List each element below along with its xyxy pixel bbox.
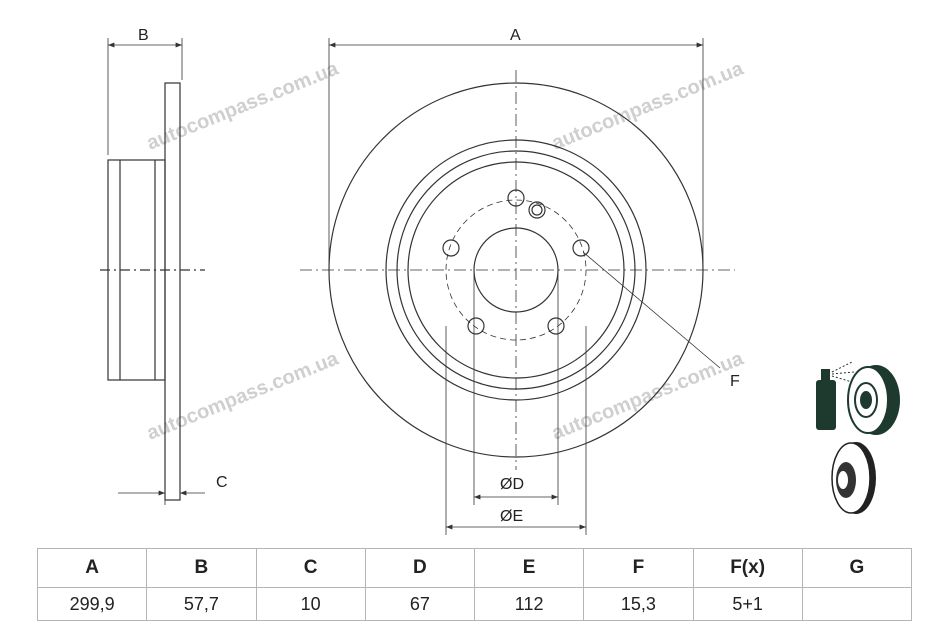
header-cell: D (364, 548, 476, 588)
table-row: 299,9 57,7 10 67 112 15,3 5+1 (36, 587, 913, 621)
watermarks: autocompass.com.ua autocompass.com.ua au… (144, 57, 748, 444)
side-view (100, 38, 205, 505)
value-cell: 5+1 (692, 587, 803, 621)
dimension-f-label: F (730, 373, 740, 390)
brake-disc-icon (831, 442, 876, 514)
spray-coating-icon (816, 361, 900, 435)
value-cell: 112 (473, 587, 585, 621)
header-cell: F (583, 548, 694, 588)
header-cell: F(x) (692, 548, 803, 588)
value-cell: 67 (364, 587, 476, 621)
value-cell: 299,9 (36, 587, 148, 621)
svg-text:autocompass.com.ua: autocompass.com.ua (144, 57, 343, 154)
dimension-d-label: ØD (500, 476, 524, 493)
header-cell: E (473, 548, 585, 588)
svg-text:autocompass.com.ua: autocompass.com.ua (144, 347, 343, 444)
header-cell: A (36, 548, 148, 588)
dimensions-table: A B C D E F F(x) G 299,9 57,7 10 67 112 … (36, 548, 913, 621)
header-cell: G (801, 548, 913, 588)
dimension-b-label: B (138, 27, 149, 44)
header-cell: C (255, 548, 366, 588)
svg-text:autocompass.com.ua: autocompass.com.ua (549, 57, 748, 154)
value-cell: 57,7 (146, 587, 257, 621)
dimension-e-label: ØE (500, 508, 523, 525)
dimension-c-label: C (216, 474, 228, 491)
value-cell: 10 (255, 587, 366, 621)
svg-text:autocompass.com.ua: autocompass.com.ua (549, 347, 748, 444)
value-cell (801, 587, 913, 621)
front-view (300, 38, 735, 535)
table-header-row: A B C D E F F(x) G (36, 548, 913, 588)
dimension-a-label: A (510, 27, 521, 44)
value-cell: 15,3 (583, 587, 694, 621)
header-cell: B (146, 548, 257, 588)
